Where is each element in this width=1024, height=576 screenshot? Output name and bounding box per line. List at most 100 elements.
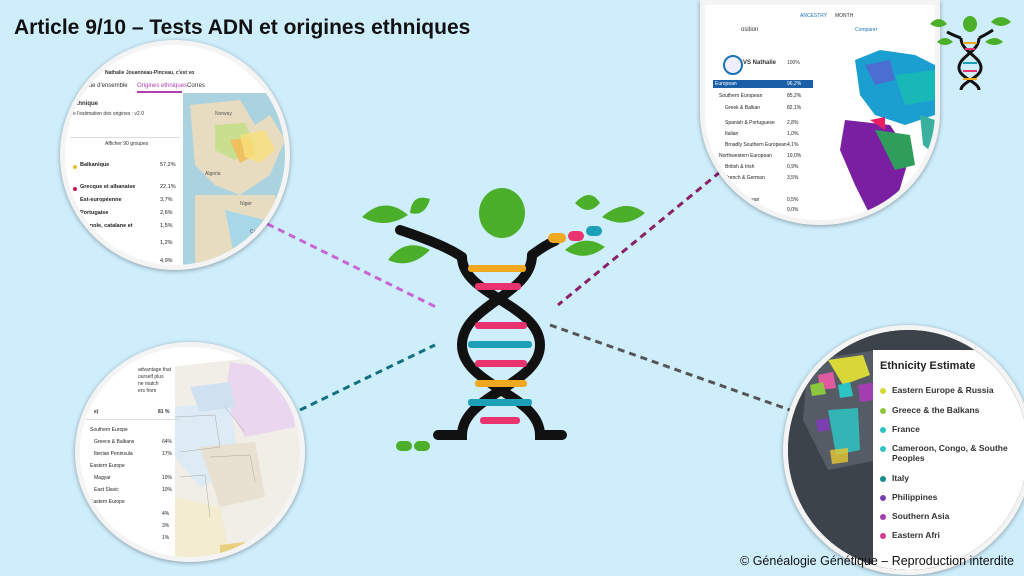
list-item-label: pagnole, catalane et [80, 223, 133, 229]
dot-icon [880, 426, 886, 433]
section-title: osition [741, 27, 759, 33]
row-value: 1,0% [787, 131, 799, 137]
list-item[interactable]: France [880, 424, 920, 434]
list-item-label: Eastern Afri [892, 530, 940, 540]
dot-icon [880, 445, 886, 452]
list-item-label: Eastern Europe & Russia [892, 385, 994, 395]
dot-icon [880, 387, 886, 394]
list-item[interactable]: Eastern Europe & Russia [880, 385, 994, 395]
row-label: Northwestern European [719, 153, 772, 159]
svg-text:Norway: Norway [215, 111, 232, 117]
active-tab-underline [137, 91, 182, 93]
dot-icon [880, 513, 886, 520]
section-subtitle: e l'estimation des origines : v2.0 [73, 111, 144, 117]
logo-icon [930, 16, 1011, 91]
list-item-label-continued: Peoples [892, 453, 925, 463]
row-value: 1% [162, 535, 170, 541]
dna-person-illustration [362, 188, 645, 451]
user-name: Nathalie Jouanneau-Pinceau, c'est vo [105, 70, 195, 76]
row-value: 85,2% [787, 93, 802, 99]
dot-icon [880, 532, 886, 539]
row-value: 17% [162, 451, 173, 457]
intro-text: ourself plus [138, 374, 164, 380]
pct-header: 100% [787, 60, 800, 66]
row-label: Eastern Europe [90, 463, 125, 469]
row-label: Spanish & Portuguese [725, 120, 775, 126]
row-value: 4% [162, 511, 170, 517]
leaf-icon [575, 195, 600, 210]
list-item-label: Philippines [892, 492, 938, 502]
list-item[interactable]: Eastern Afri [880, 530, 940, 540]
ethnicity-heading: Ethnicity Estimate [880, 360, 976, 372]
leaf-icon [388, 245, 430, 264]
myheritage-screenshot: Norway Algeria Niger Congo Nathalie Joua… [60, 40, 290, 270]
list-item-value: 4,9% [160, 258, 173, 264]
list-item-value: 3,7% [160, 197, 173, 203]
leaf-icon [362, 205, 408, 224]
row-label: Southern European [719, 93, 763, 99]
groups-label[interactable]: Afficher 90 groupes [105, 141, 149, 147]
row-label: Iberian Peninsula [94, 451, 133, 457]
head-icon [479, 188, 525, 238]
row-value: 3% [162, 523, 170, 529]
row-label: Broadly Southern European [725, 142, 787, 148]
tab-ancestry[interactable]: ANCESTRY [800, 13, 828, 19]
tab-month[interactable]: MONTH [835, 13, 854, 19]
leaf-icon [410, 197, 430, 214]
row-value: 0,0% [787, 207, 799, 213]
row-label: Greek & Balkan [725, 105, 761, 111]
ancestry-screenshot: Ethnicity Estimate Eastern Europe & Russ… [783, 325, 1024, 575]
row-value: 96,2% [787, 81, 802, 87]
dot-icon [73, 165, 77, 169]
23andme-screenshot: ANCESTRY MONTH osition Comparer VS Natha… [700, 0, 940, 225]
row-label: Southern Europe [90, 427, 128, 433]
row-label: Eastern European [719, 197, 760, 203]
list-item-value: 1,5% [160, 223, 173, 229]
section-title: ethnique [73, 101, 98, 107]
highlight-row-european[interactable] [713, 80, 813, 88]
tab-overview[interactable]: Vue d'ensemble [85, 83, 128, 89]
list-item-value: 2,6% [160, 210, 173, 216]
group-pct: 81 % [158, 409, 170, 415]
tab-ethnic-origins[interactable]: Origines ethniques [137, 83, 188, 89]
compare-link[interactable]: Comparer [855, 27, 878, 33]
tab-matches[interactable]: Corres [187, 83, 206, 89]
intro-text: ers from [138, 388, 157, 394]
row-label: East Slavic [94, 487, 119, 493]
row-label: French & German [725, 175, 765, 181]
row-value: 64% [162, 439, 173, 445]
list-item-label: Balkanique [80, 162, 110, 168]
row-label: Italian [725, 131, 739, 137]
row-value: 0,5% [787, 197, 799, 203]
vs-label: VS Nathalie [743, 60, 777, 66]
dot-icon [880, 494, 886, 501]
list-item-label: Southern Asia [892, 511, 950, 521]
row-label: Eastern Europe [90, 499, 125, 505]
list-item-label: Cameroon, Congo, & Southe [892, 443, 1008, 453]
row-label: British & Irish [725, 164, 755, 170]
row-value: 0,9% [787, 164, 799, 170]
list-item[interactable]: Greece & the Balkans [880, 405, 979, 415]
row-value: 10% [162, 487, 173, 493]
dot-icon [880, 407, 886, 414]
list-item-value: 57,2% [160, 162, 176, 168]
list-item[interactable]: Italy [880, 473, 909, 483]
list-item-label: Est-européenne [80, 197, 122, 203]
leaf-icon [602, 205, 645, 223]
list-item[interactable]: Philippines [880, 492, 937, 502]
leaf-icon [565, 240, 605, 256]
copyright-notice: © Généalogie Génétique – Reproduction in… [740, 554, 1014, 568]
line-bottom-left [299, 343, 436, 412]
row-label: European [715, 81, 737, 87]
list-item-label: Italy [892, 473, 910, 483]
intro-text: advantage that [138, 367, 172, 373]
list-item-label: France [892, 424, 920, 434]
list-item[interactable]: Cameroon, Congo, & Southe [880, 443, 1008, 453]
map-europe: Norway Algeria Niger Congo [183, 93, 285, 265]
list-item[interactable]: Southern Asia [880, 511, 949, 521]
row-label: Greece & Balkans [94, 439, 135, 445]
svg-text:Algeria: Algeria [205, 171, 221, 177]
list-item-value: 1,2% [160, 240, 173, 246]
svg-text:Niger: Niger [240, 201, 252, 207]
line-bottom-right [549, 323, 791, 412]
